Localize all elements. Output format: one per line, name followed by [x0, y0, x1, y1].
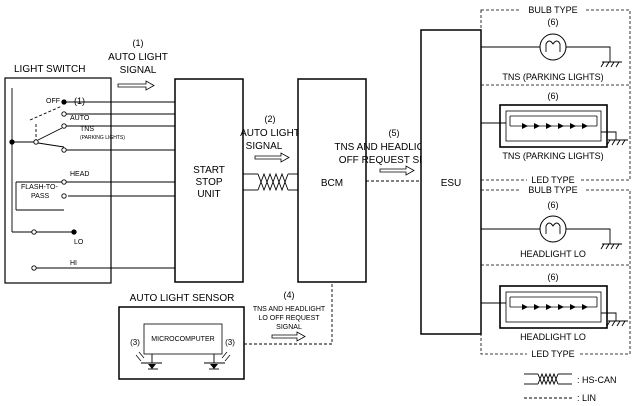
start-stop-unit: START STOP UNIT [174, 78, 244, 283]
signal-5-arrow-icon [379, 165, 415, 176]
bcm-label: BCM [321, 178, 343, 189]
legend-lin-label: : LIN [577, 393, 596, 403]
lamp-0-name: TNS (PARKING LIGHTS) [502, 72, 603, 82]
signal-2-arrow-icon [254, 152, 290, 163]
signal-1-arrow-icon [117, 80, 155, 91]
signal-5-number: (5) [389, 128, 400, 138]
esu-label: ESU [441, 178, 462, 189]
lamp-3-name: HEADLIGHT LO [520, 332, 586, 342]
bcm: BCM [297, 78, 367, 283]
start-stop-unit-box [174, 78, 244, 283]
sensor-callout-left: (3) [130, 338, 140, 347]
signal-2: (2) AUTO LIGHT SIGNAL [240, 114, 300, 192]
bulb-icon [539, 215, 567, 243]
ground-icon [600, 61, 622, 68]
signal-2-line1: AUTO LIGHT [240, 128, 300, 139]
signal-1: (1) AUTO LIGHT SIGNAL [108, 38, 168, 91]
lamp-1-name: TNS (PARKING LIGHTS) [502, 151, 603, 161]
lamp-1-number: (6) [548, 91, 559, 101]
lamp-3: (6) HEADLIGHT LO [481, 272, 628, 342]
signal-4-number: (4) [284, 290, 295, 300]
switch-pos-lo: LO [74, 239, 84, 246]
esu-box [420, 29, 482, 335]
photodiode-right-icon [210, 364, 218, 369]
sensor-callout-right: (3) [225, 338, 235, 347]
signal-4-arrow-icon [271, 331, 306, 342]
signal-5: (5) TNS AND HEADLIGHT LO OFF REQUEST SIG… [334, 128, 454, 182]
signal-2-number: (2) [265, 114, 276, 124]
switch-pos-flash-1: FLASH-TO- [21, 184, 58, 191]
lamp-0-type: BULB TYPE [528, 5, 577, 15]
lamp-3-type: LED TYPE [531, 349, 574, 359]
light-switch-title: LIGHT SWITCH [14, 64, 85, 75]
microcomputer-box [143, 323, 223, 355]
lamp-2-type: BULB TYPE [528, 185, 577, 195]
lamp-2-name: HEADLIGHT LO [520, 249, 586, 259]
start-stop-line1: START [193, 165, 225, 176]
legend-hs-can-icon [524, 372, 572, 386]
lamp-0-number: (6) [548, 17, 559, 27]
switch-pos-flash-2: PASS [31, 193, 49, 200]
lamp-2: (6) HEADLIGHT LO [481, 200, 622, 259]
switch-pos-head: HEAD [70, 171, 89, 178]
signal-4-line1: TNS AND HEADLIGHT [253, 306, 326, 313]
switch-pos-auto: AUTO [70, 115, 90, 122]
start-stop-line2: STOP [195, 177, 222, 188]
signal-4-line2: LO OFF REQUEST [258, 315, 320, 322]
photodiode-left-icon [148, 364, 156, 369]
lin-line-sensor-bcm [244, 282, 333, 345]
sensor-title: AUTO LIGHT SENSOR [130, 293, 235, 304]
hs-can-twisted-pair-icon [243, 172, 298, 192]
microcomputer-label: MICROCOMPUTER [151, 336, 214, 343]
lamp-0: (6) TNS (PARKING LIGHTS) [481, 17, 622, 82]
legend: : HS-CAN : LIN [524, 372, 617, 403]
esu: ESU [420, 29, 482, 335]
signal-4-line3: SIGNAL [276, 324, 302, 331]
signal-4: (4) TNS AND HEADLIGHT LO OFF REQUEST SIG… [253, 290, 326, 342]
lamp-3-number: (6) [548, 272, 559, 282]
switch-callout-1: (1) [74, 96, 85, 106]
signal-1-number: (1) [133, 38, 144, 48]
switch-pos-tns: TNS [80, 126, 94, 133]
bulb-icon [539, 33, 567, 61]
lamp-panels: BULB TYPE LED TYPE BULB TYPE LED TYPE (6… [480, 4, 631, 360]
signal-1-line2: SIGNAL [120, 65, 157, 76]
switch-pos-hi: HI [70, 260, 77, 267]
light-switch: LIGHT SWITCH OFF (1) AUTO TNS (PARKING L… [4, 64, 175, 284]
legend-hs-can-label: : HS-CAN [577, 375, 617, 385]
signal-5-line2: OFF REQUEST SIGNAL [339, 155, 450, 166]
light-switch-box [4, 77, 112, 284]
switch-pos-tns-sub: (PARKING LIGHTS) [80, 135, 125, 141]
switch-pos-off: OFF [46, 98, 60, 105]
signal-1-line1: AUTO LIGHT [108, 52, 168, 63]
ground-icon [600, 243, 622, 250]
auto-light-sensor: AUTO LIGHT SENSOR MICROCOMPUTER (3) (3) [118, 293, 245, 380]
lamp-1: (6) TNS (PARKING LIGHTS) [481, 91, 628, 161]
lamp-2-number: (6) [548, 200, 559, 210]
bcm-box [297, 78, 367, 283]
signal-2-line2: SIGNAL [246, 141, 283, 152]
lamp-1-type: LED TYPE [531, 175, 574, 185]
signal-5-line1: TNS AND HEADLIGHT LO [334, 142, 454, 153]
start-stop-line3: UNIT [197, 189, 220, 200]
